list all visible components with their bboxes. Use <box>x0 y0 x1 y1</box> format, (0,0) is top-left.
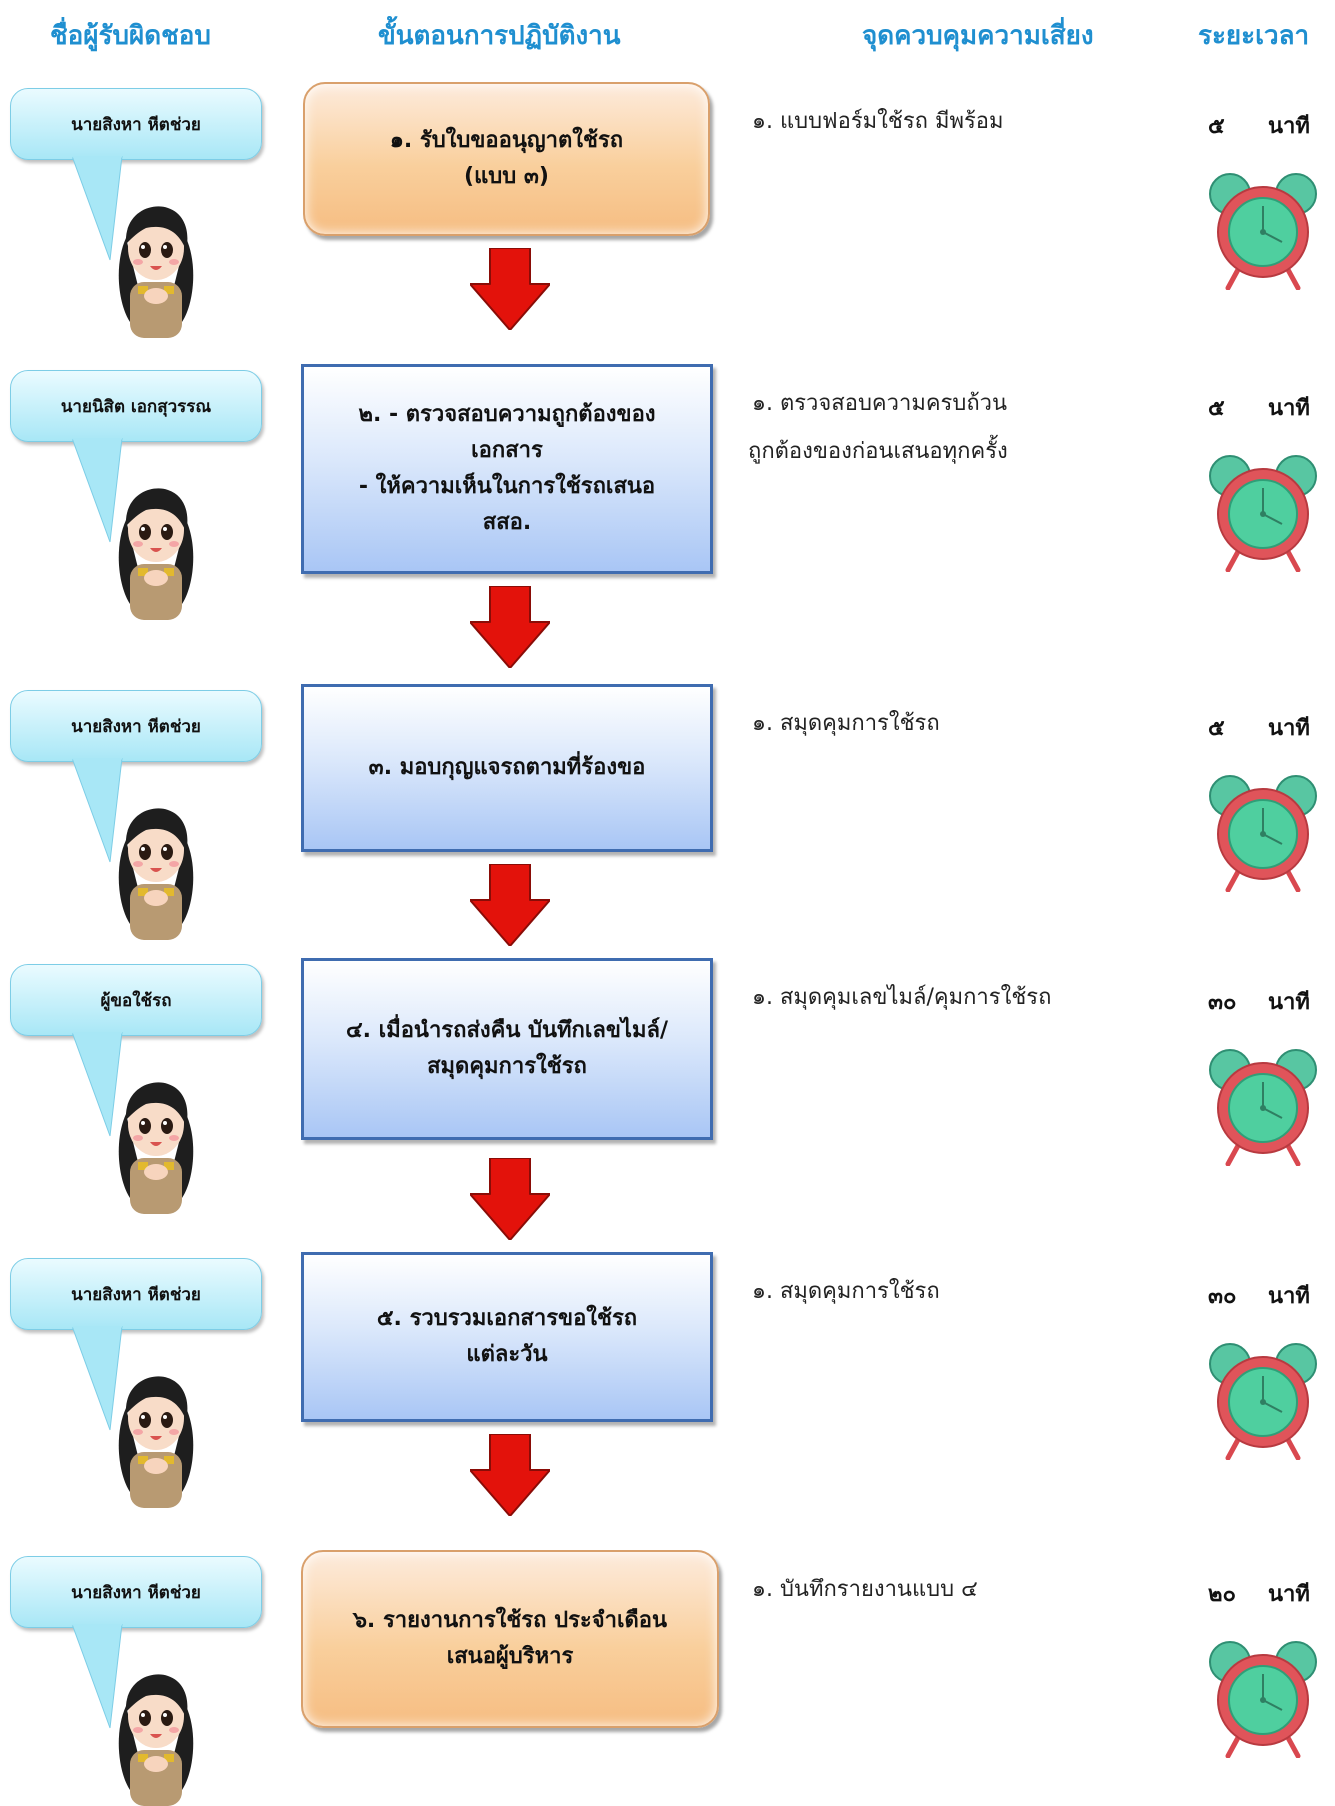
person-bubble: นายสิงหา หีตช่วย <box>10 1258 262 1330</box>
alarm-clock-icon <box>1206 452 1320 572</box>
down-arrow-icon <box>470 1158 550 1240</box>
person-bubble: นายสิงหา หีตช่วย <box>10 88 262 160</box>
down-arrow-icon <box>470 1434 550 1516</box>
alarm-clock-icon <box>1206 772 1320 892</box>
step-row-2: นายนิสิต เอกสุวรรณ ๒. - ตรวจสอบความถูกต้… <box>0 364 1335 624</box>
down-arrow-icon <box>470 586 550 668</box>
officer-avatar-icon <box>118 488 194 620</box>
duration-value: ๕ <box>1208 396 1225 421</box>
step-text: ๕. รวบรวมเอกสารขอใช้รถ แต่ละวัน <box>376 1306 638 1367</box>
down-arrow-icon <box>470 248 550 330</box>
step-row-4: ผู้ขอใช้รถ ๔. เมื่อนำรถส่งคืน บันทึกเลขไ… <box>0 958 1335 1218</box>
person-bubble: นายสิงหา หีตช่วย <box>10 1556 262 1628</box>
officer-avatar-icon <box>118 1082 194 1214</box>
duration-value: ๓๐ <box>1208 990 1237 1015</box>
process-box: ๔. เมื่อนำรถส่งคืน บันทึกเลขไมล์/ สมุดคุ… <box>301 958 713 1140</box>
header-step: ขั้นตอนการปฏิบัติงาน <box>378 21 621 51</box>
person-name: นายนิสิต เอกสุวรรณ <box>60 396 212 417</box>
header-risk-control: จุดควบคุมความเสี่ยง <box>862 21 1094 51</box>
duration-value: ๒๐ <box>1208 1582 1236 1607</box>
step-row-3: นายสิงหา หีตช่วย ๓. มอบกุญแจรถตามที่ร้อง… <box>0 684 1335 944</box>
step-row-5: นายสิงหา หีตช่วย ๕. รวบรวมเอกสารขอใช้รถ … <box>0 1252 1335 1512</box>
risk-control: ๑. ตรวจสอบความครบถ้วนถูกต้องของก่อนเสนอท… <box>748 376 1112 464</box>
risk-control: ๑. บันทึกรายงานแบบ ๔ <box>752 1562 1112 1618</box>
step-text: ๒. - ตรวจสอบความถูกต้องของ เอกสาร - ให้ค… <box>358 402 656 535</box>
risk-control: ๑. แบบฟอร์มใช้รถ มีพร้อม <box>752 94 1112 150</box>
process-box: ๑. รับใบขออนุญาตใช้รถ (แบบ ๓) <box>303 82 710 236</box>
risk-line-2: ถูกต้องของก่อนเสนอทุกครั้ง <box>748 439 1008 464</box>
step-row-1: นายสิงหา หีตช่วย ๑. รับใบขออนุญาตใช้รถ (… <box>0 82 1335 342</box>
risk-line: ๑. บันทึกรายงานแบบ ๔ <box>752 1577 978 1602</box>
duration-unit: นาที <box>1268 396 1310 421</box>
step-text: ๖. รายงานการใช้รถ ประจำเดือน เสนอผู้บริห… <box>352 1608 668 1669</box>
officer-avatar-icon <box>118 1674 194 1806</box>
process-box: ๓. มอบกุญแจรถตามที่ร้องขอ <box>301 684 713 852</box>
officer-avatar-icon <box>118 206 194 338</box>
person-bubble: นายนิสิต เอกสุวรรณ <box>10 370 262 442</box>
header-person: ชื่อผู้รับผิดชอบ <box>50 21 211 51</box>
duration-value: ๓๐ <box>1208 1284 1237 1309</box>
duration-unit: นาที <box>1268 1284 1310 1309</box>
step-text: ๑. รับใบขออนุญาตใช้รถ (แบบ ๓) <box>389 128 624 189</box>
risk-line: ๑. สมุดคุมการใช้รถ <box>752 711 940 736</box>
header-duration: ระยะเวลา <box>1198 21 1310 51</box>
risk-line: ๑. สมุดคุมการใช้รถ <box>752 1279 940 1304</box>
duration-unit: นาที <box>1268 1582 1310 1607</box>
person-bubble: นายสิงหา หีตช่วย <box>10 690 262 762</box>
down-arrow-icon <box>470 864 550 946</box>
person-name: นายสิงหา หีตช่วย <box>71 1582 201 1603</box>
person-name: นายสิงหา หีตช่วย <box>71 114 201 135</box>
risk-line: ๑. แบบฟอร์มใช้รถ มีพร้อม <box>752 109 1004 134</box>
risk-control: ๑. สมุดคุมการใช้รถ <box>752 1264 1112 1320</box>
officer-avatar-icon <box>118 1376 194 1508</box>
person-name: นายสิงหา หีตช่วย <box>71 716 201 737</box>
duration-unit: นาที <box>1268 716 1310 741</box>
alarm-clock-icon <box>1206 170 1320 290</box>
risk-control: ๑. สมุดคุมการใช้รถ <box>752 696 1112 752</box>
duration-unit: นาที <box>1268 114 1310 139</box>
risk-line: ๑. ตรวจสอบความครบถ้วน <box>752 391 1008 416</box>
person-bubble: ผู้ขอใช้รถ <box>10 964 262 1036</box>
step-text: ๓. มอบกุญแจรถตามที่ร้องขอ <box>368 755 646 780</box>
duration-value: ๕ <box>1208 716 1225 741</box>
person-name: นายสิงหา หีตช่วย <box>71 1284 201 1305</box>
step-text: ๔. เมื่อนำรถส่งคืน บันทึกเลขไมล์/ สมุดคุ… <box>346 1018 668 1079</box>
process-box: ๒. - ตรวจสอบความถูกต้องของ เอกสาร - ให้ค… <box>301 364 713 574</box>
person-name: ผู้ขอใช้รถ <box>100 990 172 1011</box>
alarm-clock-icon <box>1206 1638 1320 1758</box>
process-box: ๕. รวบรวมเอกสารขอใช้รถ แต่ละวัน <box>301 1252 713 1422</box>
step-row-6: นายสิงหา หีตช่วย ๖. รายงานการใช้รถ ประจำ… <box>0 1550 1335 1806</box>
risk-control: ๑. สมุดคุมเลขไมล์/คุมการใช้รถ <box>752 970 1112 1026</box>
alarm-clock-icon <box>1206 1340 1320 1460</box>
process-box: ๖. รายงานการใช้รถ ประจำเดือน เสนอผู้บริห… <box>301 1550 719 1728</box>
duration-value: ๕ <box>1208 114 1225 139</box>
alarm-clock-icon <box>1206 1046 1320 1166</box>
risk-line: ๑. สมุดคุมเลขไมล์/คุมการใช้รถ <box>752 985 1052 1010</box>
duration-unit: นาที <box>1268 990 1310 1015</box>
officer-avatar-icon <box>118 808 194 940</box>
